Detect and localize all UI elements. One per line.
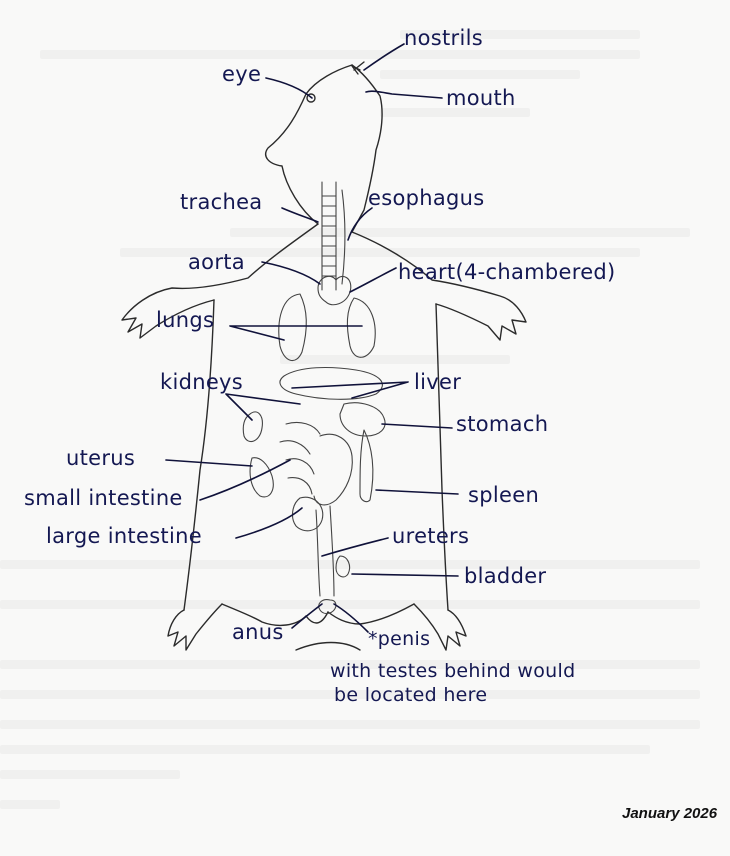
label-heart: heart(4-chambered) xyxy=(398,260,616,284)
leader-penis xyxy=(333,603,369,633)
label-lungs: lungs xyxy=(156,308,215,332)
label-uterus: uterus xyxy=(66,446,136,470)
leader-ureters xyxy=(321,537,389,557)
label-mouth: mouth xyxy=(446,86,516,110)
leader-large-intestine xyxy=(235,507,303,539)
leader-mouth xyxy=(365,90,443,99)
footer-date: January 2026 xyxy=(622,805,718,822)
rat-body-outline xyxy=(121,61,527,651)
label-liver: liver xyxy=(414,370,462,394)
label-large-intestine: large intestine xyxy=(46,524,202,548)
label-esophagus: esophagus xyxy=(368,186,485,210)
leader-liver xyxy=(291,381,409,399)
leader-heart xyxy=(349,267,397,293)
label-kidneys: kidneys xyxy=(160,370,244,394)
label-note-line2: be located here xyxy=(334,684,488,706)
leader-nostrils xyxy=(363,43,405,71)
label-small-intestine: small intestine xyxy=(24,486,183,510)
leader-spleen xyxy=(375,489,459,495)
label-trachea: trachea xyxy=(180,190,263,214)
leader-kidneys xyxy=(225,393,301,421)
leader-aorta xyxy=(261,261,321,285)
leader-lungs xyxy=(229,325,363,341)
leader-anus xyxy=(291,603,323,629)
leader-small-intestine xyxy=(199,459,291,501)
label-anus: anus xyxy=(232,620,284,644)
label-eye: eye xyxy=(222,62,262,86)
organs xyxy=(242,181,386,615)
leader-trachea xyxy=(281,207,319,223)
leader-bladder xyxy=(351,573,459,577)
label-bladder: bladder xyxy=(464,564,547,588)
label-penis: *penis xyxy=(368,628,431,650)
leader-uterus xyxy=(165,459,253,467)
leader-eye xyxy=(265,77,313,99)
leader-esophagus xyxy=(347,207,373,241)
label-note-line1: with testes behind would xyxy=(330,660,576,682)
label-aorta: aorta xyxy=(188,250,245,274)
leader-lines xyxy=(165,43,459,633)
label-spleen: spleen xyxy=(468,483,540,507)
label-nostrils: nostrils xyxy=(404,26,483,50)
label-stomach: stomach xyxy=(456,412,549,436)
leader-stomach xyxy=(381,423,453,429)
label-ureters: ureters xyxy=(392,524,470,548)
